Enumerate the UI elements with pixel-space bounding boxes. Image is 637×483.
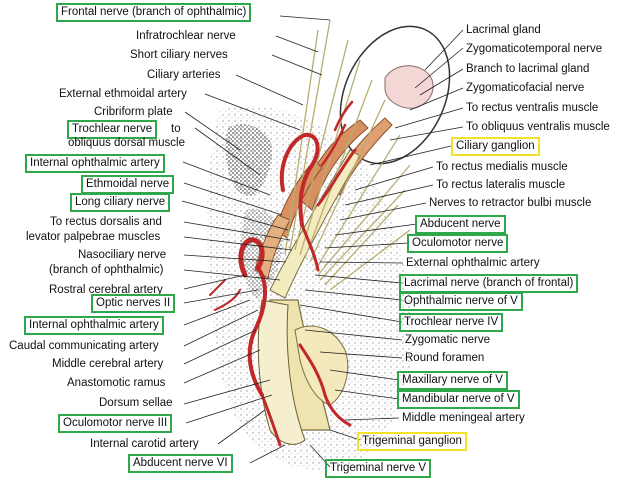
to-rectus-ventralis-label: To rectus ventralis muscle bbox=[466, 102, 599, 114]
zygomaticotemporal-nerve-label: Zygomaticotemporal nerve bbox=[466, 43, 603, 55]
dorsum-sellae-label: Dorsum sellae bbox=[99, 397, 173, 409]
internal-carotid-artery-label: Internal carotid artery bbox=[90, 438, 199, 450]
ciliary-arteries-label: Ciliary arteries bbox=[147, 69, 221, 81]
ciliary-ganglion-label: Ciliary ganglion bbox=[451, 137, 540, 156]
cribriform-plate-label: Cribriform plate bbox=[94, 106, 173, 118]
abducent-nerve-vi-label: Abducent nerve VI bbox=[128, 454, 233, 473]
obliquus-dorsal-muscle-label: obliquus dorsal muscle bbox=[68, 137, 185, 149]
trochlear-nerve-to-label: to bbox=[171, 123, 181, 135]
optic-nerves-label: Optic nerves II bbox=[91, 294, 176, 313]
trigeminal-nerve-v-label: Trigeminal nerve V bbox=[325, 459, 432, 478]
nerves-to-retractor-label: Nerves to retractor bulbi muscle bbox=[429, 197, 592, 209]
arteries bbox=[209, 100, 357, 447]
to-rectus-lateralis-label: To rectus lateralis muscle bbox=[436, 179, 566, 191]
lacrimal-nerve-label: Lacrimal nerve (branch of frontal) bbox=[399, 274, 579, 293]
long-ciliary-nerve-label: Long ciliary nerve bbox=[70, 193, 171, 212]
trigeminal-ganglion-label: Trigeminal ganglion bbox=[357, 432, 467, 451]
anastomotic-ramus-label: Anastomotic ramus bbox=[67, 377, 166, 389]
maxillary-nerve-v-label: Maxillary nerve of V bbox=[397, 371, 508, 390]
middle-cerebral-artery-label: Middle cerebral artery bbox=[52, 358, 164, 370]
external-ethmoidal-artery-label: External ethmoidal artery bbox=[59, 88, 187, 100]
ethmoidal-nerve-label: Ethmoidal nerve bbox=[81, 175, 175, 194]
caudal-communicating-artery-label: Caudal communicating artery bbox=[9, 340, 159, 352]
ophthalmic-nerve-v-label: Ophthalmic nerve of V bbox=[399, 292, 523, 311]
abducent-nerve-label: Abducent nerve bbox=[415, 215, 506, 234]
internal-ophthalmic-artery-top-label: Internal ophthalmic artery bbox=[25, 154, 165, 173]
mandibular-nerve-v-label: Mandibular nerve of V bbox=[397, 390, 520, 409]
frontal-nerve-label: Frontal nerve (branch of ophthalmic) bbox=[56, 3, 252, 22]
branch-to-lacrimal-gland-label: Branch to lacrimal gland bbox=[466, 63, 590, 75]
lacrimal-gland bbox=[384, 65, 434, 109]
oculomotor-nerve-iii-label: Oculomotor nerve III bbox=[58, 414, 173, 433]
nasociliary-nerve-label: Nasociliary nerve bbox=[78, 249, 167, 261]
brainstem-base bbox=[257, 299, 306, 445]
cribriform-plate bbox=[225, 124, 273, 197]
zygomatic-nerve-label: Zygomatic nerve bbox=[405, 334, 491, 346]
to-obliquus-ventralis-label: To obliquus ventralis muscle bbox=[466, 121, 610, 133]
trigeminal-ganglion-shape bbox=[294, 325, 349, 406]
round-foramen-label: Round foramen bbox=[405, 352, 485, 364]
zygomaticofacial-nerve-label: Zygomaticofacial nerve bbox=[466, 82, 585, 94]
to-rectus-medialis-label: To rectus medialis muscle bbox=[436, 161, 568, 173]
external-ophthalmic-artery-label: External ophthalmic artery bbox=[406, 257, 540, 269]
internal-ophthalmic-artery-bottom-label: Internal ophthalmic artery bbox=[24, 316, 164, 335]
nerve-bundle bbox=[269, 149, 361, 299]
trochlear-nerve-iv-label: Trochlear nerve IV bbox=[399, 313, 504, 332]
oculomotor-nerve-label: Oculomotor nerve bbox=[407, 234, 509, 253]
lacrimal-gland-label: Lacrimal gland bbox=[466, 24, 541, 36]
short-ciliary-nerves-label: Short ciliary nerves bbox=[130, 49, 228, 61]
to-rectus-dorsalis-label: To rectus dorsalis and bbox=[50, 216, 162, 228]
rostral-cerebral-artery-label: Rostral cerebral artery bbox=[49, 284, 163, 296]
middle-meningeal-artery-label: Middle meningeal artery bbox=[402, 412, 525, 424]
trochlear-nerve-label: Trochlear nerve bbox=[67, 120, 158, 139]
infratrochlear-nerve-label: Infratrochlear nerve bbox=[136, 30, 236, 42]
leader-lines bbox=[181, 15, 464, 468]
levator-palpebrae-label: levator palpebrae muscles bbox=[26, 231, 161, 243]
branch-of-ophthalmic-label: (branch of ophthalmic) bbox=[49, 264, 164, 276]
